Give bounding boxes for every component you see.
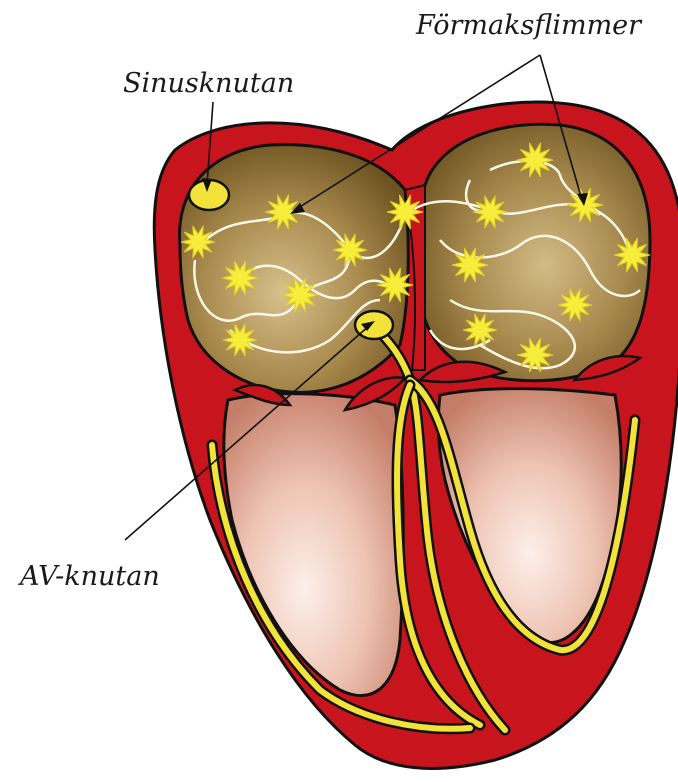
av-node <box>355 311 393 339</box>
av-node-label: AV-knutan <box>20 563 160 590</box>
atrial-fibrillation-label: Förmaksflimmer <box>416 12 641 39</box>
left-ventricle-chamber <box>224 394 403 696</box>
sinus-node-label: Sinusknutan <box>123 70 294 97</box>
